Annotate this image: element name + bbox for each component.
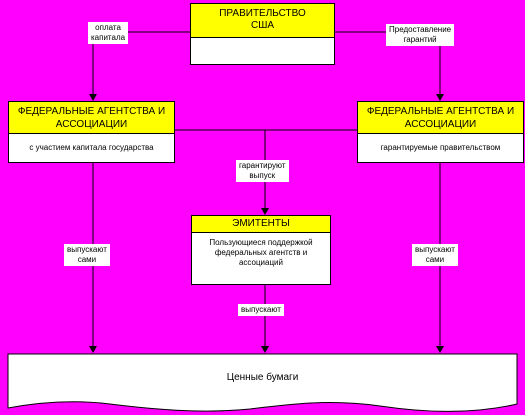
government-title-line1: ПРАВИТЕЛЬСТВО [219, 8, 306, 19]
agency-left-title-line1: ФЕДЕРАЛЬНЫЕ АГЕНТСТВА И [17, 106, 166, 117]
issuers-header: ЭМИТЕНТЫ [192, 216, 330, 233]
label-issue-self-left: выпускают сами [64, 244, 110, 266]
label-payment: оплата капитала [88, 22, 129, 44]
label-issue-self-right-line1: выпускают [415, 245, 455, 254]
label-guarantee: Предоставление гарантий [386, 24, 455, 46]
issuers-description: Пользующиеся поддержкой федеральных аген… [192, 233, 330, 268]
agency-left-box: ФЕДЕРАЛЬНЫЕ АГЕНТСТВА И АССОЦИАЦИИ с уча… [8, 101, 175, 163]
label-issue-self-right: выпускают сами [412, 244, 458, 266]
label-issue-self-right-line2: сами [425, 255, 445, 264]
agency-left-subtitle: с участием капитала государства [29, 143, 154, 152]
agency-right-box: ФЕДЕРАЛЬНЫЕ АГЕНТСТВА И АССОЦИАЦИИ гаран… [357, 101, 524, 163]
securities-document [7, 353, 518, 412]
label-guarantee-line1: Предоставление [389, 25, 452, 34]
label-payment-line2: капитала [91, 33, 126, 42]
label-guarantee-line2: гарантий [403, 35, 437, 44]
government-title-line2: США [250, 20, 275, 31]
label-payment-line1: оплата [95, 23, 121, 32]
issuers-line1: Пользующиеся поддержкой [209, 238, 313, 247]
government-body [191, 38, 334, 64]
agency-left-header: ФЕДЕРАЛЬНЫЕ АГЕНТСТВА И АССОЦИАЦИИ [9, 102, 174, 134]
issuers-line2: федеральных агентств и [214, 248, 308, 257]
agency-right-title-line1: ФЕДЕРАЛЬНЫЕ АГЕНТСТВА И [366, 106, 515, 117]
agency-right-title-line2: АССОЦИАЦИИ [404, 119, 477, 130]
issuers-line3: ассоциаций [238, 258, 283, 267]
agency-right-header: ФЕДЕРАЛЬНЫЕ АГЕНТСТВА И АССОЦИАЦИИ [358, 102, 523, 134]
agency-right-subtitle: гарантируемые правительством [380, 143, 501, 152]
label-guaranteed-issue-line2: выпуск [249, 171, 276, 180]
agency-left-title-line2: АССОЦИАЦИИ [55, 119, 128, 130]
label-guaranteed-issue: гарантируют выпуск [236, 160, 289, 182]
securities-label: Ценные бумаги [226, 372, 299, 383]
government-header: ПРАВИТЕЛЬСТВО США [191, 4, 334, 38]
label-guaranteed-issue-line1: гарантируют [239, 161, 286, 170]
government-box: ПРАВИТЕЛЬСТВО США [190, 3, 335, 65]
label-issue-middle: выпускают [238, 304, 284, 316]
issuers-box: ЭМИТЕНТЫ Пользующиеся поддержкой федерал… [191, 215, 331, 285]
label-issue-self-left-line1: выпускают [67, 245, 107, 254]
label-issue-self-left-line2: сами [77, 255, 97, 264]
